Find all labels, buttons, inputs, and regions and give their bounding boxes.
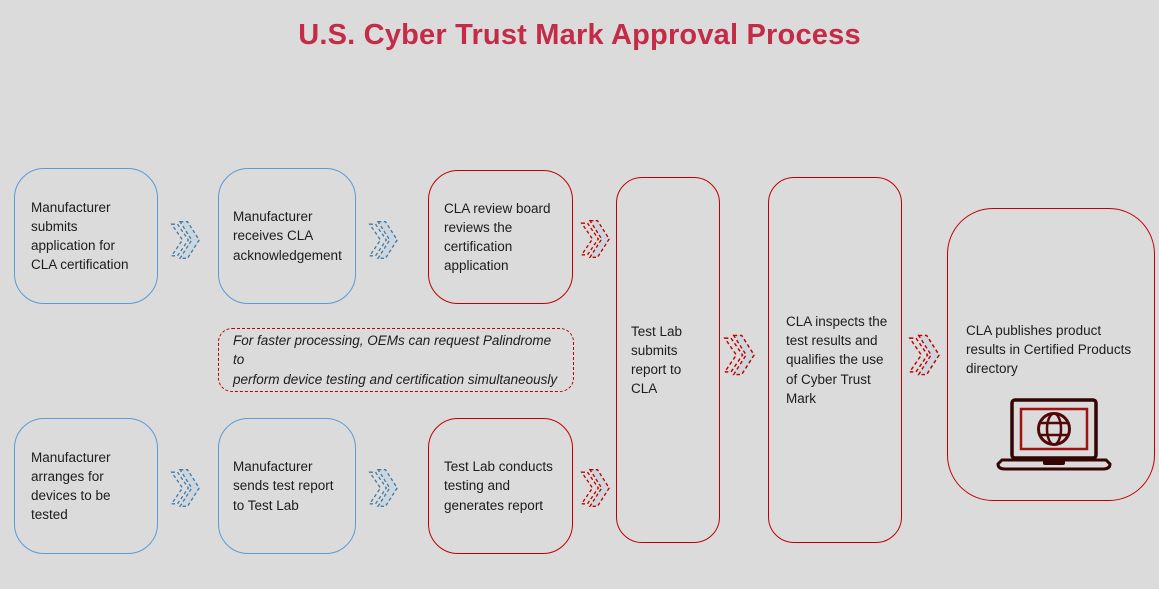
flow-box-label: Manufacturer receives CLA acknowledgemen… [233,209,342,263]
note-text: For faster processing, OEMs can request … [233,332,558,387]
flow-box-send-test-report: Manufacturer sends test report to Test L… [218,418,356,554]
chevron-arrow-icon [580,467,610,509]
flow-box-label: Manufacturer sends test report to Test L… [233,459,334,513]
flow-box-label: CLA publishes product results in Certifi… [966,323,1132,377]
flow-box-arrange-devices: Manufacturer arranges for devices to be … [14,418,158,554]
chevron-arrow-icon [580,218,610,260]
chevron-arrow-icon [723,332,755,378]
flow-box-submit-report-to-cla: Test Lab submits report to CLA [616,177,720,543]
flow-box-label: Manufacturer arranges for devices to be … [31,449,111,523]
chevron-arrow-icon [368,467,398,509]
flow-box-label: CLA inspects the test results and qualif… [786,314,888,406]
page-title: U.S. Cyber Trust Mark Approval Process [298,19,861,51]
flow-box-label: Test Lab submits report to CLA [631,323,683,397]
laptop-globe-icon [996,398,1112,472]
flow-box-conduct-testing: Test Lab conducts testing and generates … [428,418,573,554]
flow-box-publish-results: CLA publishes product results in Certifi… [947,208,1155,501]
chevron-arrow-icon [170,219,200,261]
chevron-arrow-icon [170,467,200,509]
flow-box-receive-acknowledgement: Manufacturer receives CLA acknowledgemen… [218,168,356,304]
flow-box-label: CLA review board reviews the certificati… [444,200,551,274]
flow-box-label: Test Lab conducts testing and generates … [444,459,553,513]
chevron-arrow-icon [368,219,398,261]
flow-box-inspect-results: CLA inspects the test results and qualif… [768,177,902,543]
chevron-arrow-icon [908,332,940,378]
note-box: For faster processing, OEMs can request … [218,328,574,392]
flow-box-submit-application: Manufacturer submits application for CLA… [14,168,158,304]
flow-box-label: Manufacturer submits application for CLA… [31,199,129,273]
flow-box-review-board: CLA review board reviews the certificati… [428,170,573,304]
